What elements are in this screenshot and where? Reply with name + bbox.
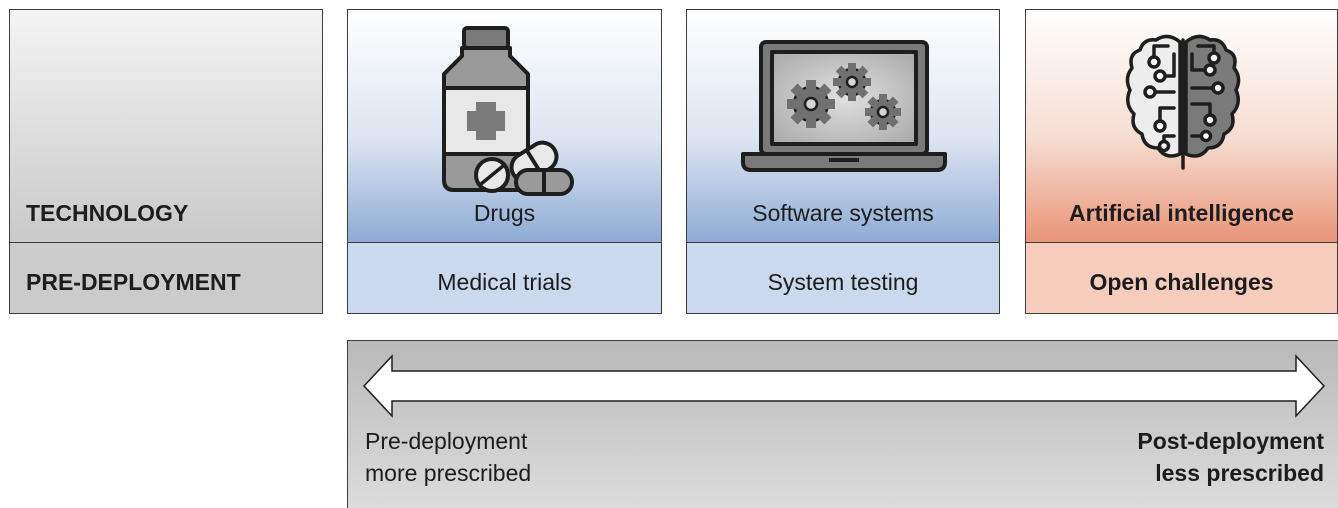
artificial-intelligence-card: Artificial intelligence Open challenges <box>1025 9 1338 314</box>
divider <box>1026 242 1337 243</box>
laptop-gears-icon <box>741 40 947 172</box>
spectrum-right-label: Post-deployment less prescribed <box>1137 425 1324 489</box>
technology-drugs: Drugs <box>473 200 536 226</box>
software-card-bottom <box>687 243 999 313</box>
double-headed-arrow-icon <box>362 354 1326 418</box>
circuit-brain-icon <box>1125 34 1241 170</box>
technology-software-systems: Software systems <box>752 200 934 226</box>
row-label-pre-deployment: PRE-DEPLOYMENT <box>26 269 241 295</box>
less-prescribed-label: less prescribed <box>1155 460 1324 486</box>
pre-deployment-system-testing: System testing <box>767 269 919 295</box>
pre-deployment-open-challenges: Open challenges <box>1089 269 1274 295</box>
technology-artificial-intelligence: Artificial intelligence <box>1069 200 1294 226</box>
ai-card-bottom <box>1026 243 1337 313</box>
software-systems-card: Software systems System testing <box>686 9 1000 314</box>
more-prescribed-label: more prescribed <box>365 460 532 486</box>
row-header-bottom <box>10 243 322 313</box>
spectrum-left-label: Pre-deployment more prescribed <box>365 425 531 489</box>
pre-deployment-label: Pre-deployment <box>365 428 528 454</box>
row-label-technology: TECHNOLOGY <box>26 200 189 226</box>
medicine-bottle-pills-icon <box>442 26 574 196</box>
drugs-card: Drugs Medical trials <box>347 9 662 314</box>
divider <box>687 242 999 243</box>
divider <box>10 242 322 243</box>
deployment-spectrum-panel: Pre-deployment more prescribed Post-depl… <box>347 340 1338 508</box>
post-deployment-label: Post-deployment <box>1137 428 1324 454</box>
drugs-card-bottom <box>348 243 661 313</box>
divider <box>348 242 661 243</box>
row-header-card: TECHNOLOGY PRE-DEPLOYMENT <box>9 9 323 314</box>
pre-deployment-medical-trials: Medical trials <box>437 269 572 295</box>
row-header-top <box>10 10 322 242</box>
